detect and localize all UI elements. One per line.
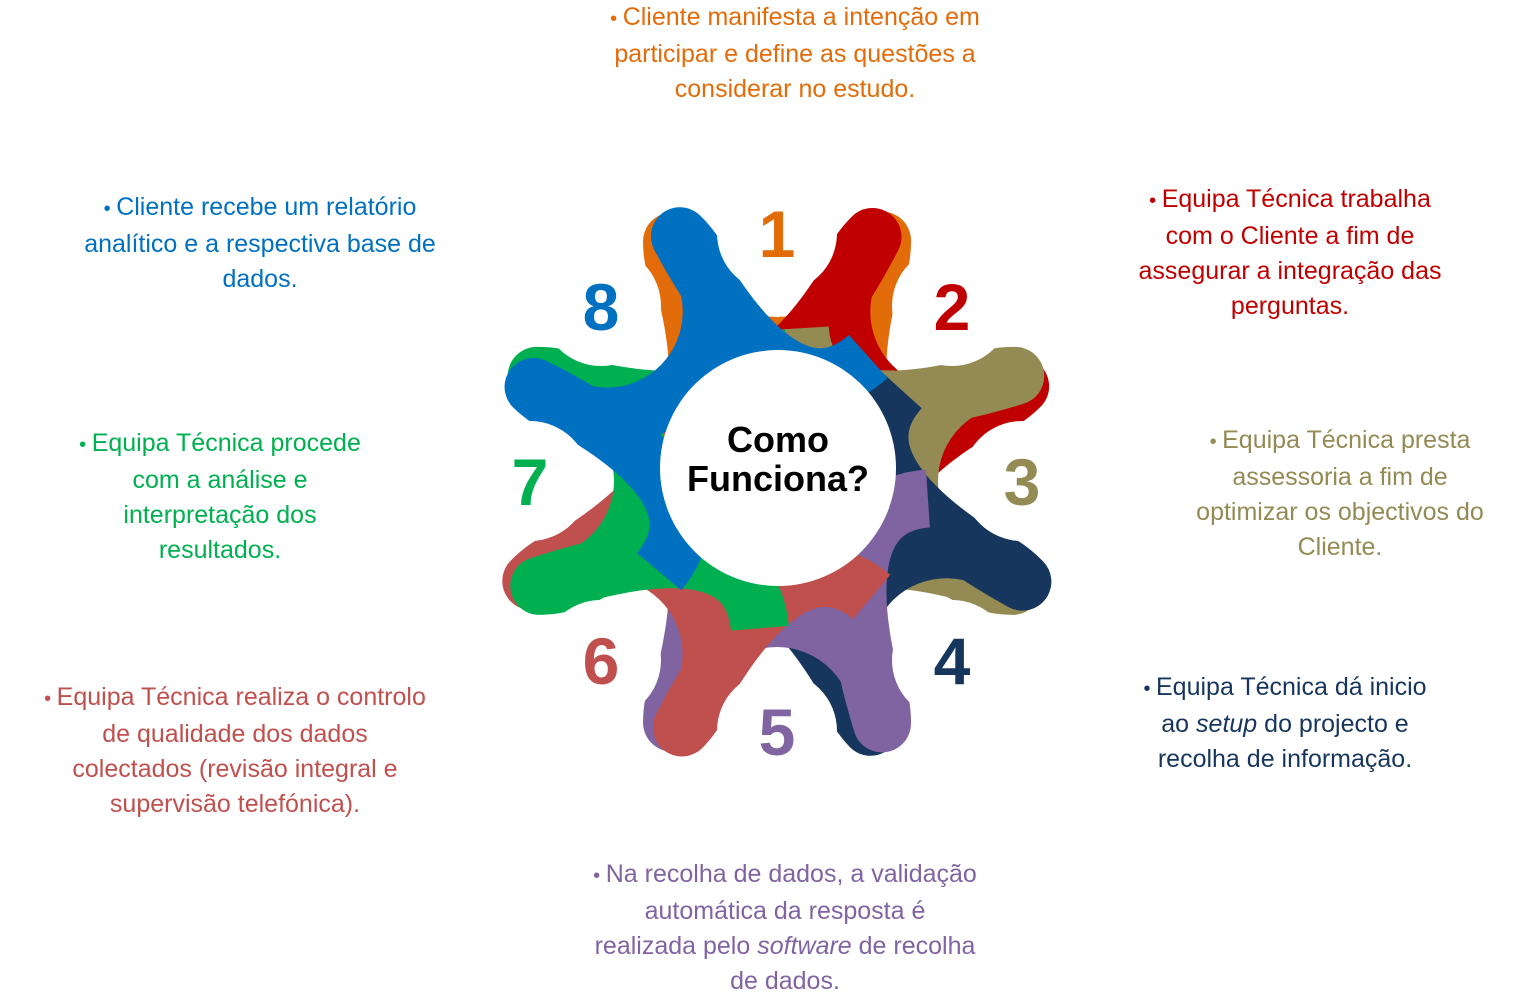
step-8-line: • Cliente recebe um relatório [103, 193, 417, 221]
center-title: Como Funciona? [658, 420, 898, 498]
step-6-line: colectados (revisão integral e [72, 755, 398, 783]
step-2-number: 2 [934, 270, 971, 344]
bullet: • [610, 8, 623, 30]
bullet: • [44, 688, 57, 710]
step-4-line: recolha de informação. [1157, 745, 1413, 773]
step-7-line: interpretação dos [123, 501, 317, 529]
center-title-line2: Funciona? [687, 458, 869, 499]
step-8-number: 8 [583, 270, 620, 344]
italic-term: software [757, 932, 852, 960]
step-7-number: 7 [512, 445, 549, 519]
step-3-line: optimizar os objectivos do [1196, 498, 1484, 526]
step-4-description: • Equipa Técnica dá inicio ao setup do pr… [1090, 670, 1480, 777]
step-3-badge [962, 421, 1082, 541]
step-3-line: assessoria a fim de [1232, 463, 1448, 491]
center-title-line1: Como [727, 419, 829, 460]
step-6-line: • Equipa Técnica realiza o controlo [44, 683, 426, 711]
step-1-line: • Cliente manifesta a intenção em [610, 3, 980, 31]
step-1-line: participar e define as questões a [614, 40, 976, 68]
step-8-description: • Cliente recebe um relatório analítico e… [40, 190, 480, 297]
step-4-number: 4 [934, 624, 971, 698]
step-2-badge [892, 246, 1012, 366]
step-3-line: Cliente. [1297, 533, 1383, 561]
step-7-badge [470, 421, 590, 541]
step-5-line: • Na recolha de dados, a validação [593, 860, 977, 888]
step-4-line: • Equipa Técnica dá inicio [1143, 673, 1427, 701]
step-2-line: assegurar a integração das [1138, 257, 1442, 285]
step-6-line: supervisão telefónica). [109, 790, 361, 818]
step-8-line: analítico e a respectiva base de [84, 230, 436, 258]
step-5-line: automática da resposta é [644, 897, 926, 925]
step-5-description: • Na recolha de dados, a validação automá… [530, 857, 1040, 998]
step-2-description: • Equipa Técnica trabalha com o Cliente a… [1095, 182, 1485, 324]
step-8-line: dados. [222, 265, 298, 293]
bullet: • [1209, 431, 1223, 453]
step-5-line: de dados. [730, 967, 840, 995]
center-disk [660, 350, 896, 586]
step-8-loop [504, 207, 888, 591]
italic-term: setup [1196, 710, 1258, 738]
step-1-badge [717, 173, 837, 293]
step-7-line: com a análise e [132, 466, 308, 494]
step-2-line: com o Cliente a fim de [1165, 222, 1415, 250]
step-6-badge [541, 600, 661, 720]
bullet: • [79, 434, 92, 456]
step-1-number: 1 [759, 197, 796, 271]
bullet: • [1149, 190, 1162, 212]
step-5-line: realizada pelo software de recolha [594, 932, 976, 960]
step-7-description: • Equipa Técnica procede com a análise e i… [20, 426, 420, 568]
step-3-description: • Equipa Técnica presta assessoria a fim … [1160, 423, 1520, 565]
step-6-number: 6 [583, 624, 620, 698]
step-7-line: resultados. [158, 536, 282, 564]
step-5-badge [717, 671, 837, 791]
step-6-line: de qualidade dos dados [102, 720, 368, 748]
step-7-line: • Equipa Técnica procede [79, 429, 361, 457]
bullet: • [103, 198, 117, 220]
step-3-line: • Equipa Técnica presta [1209, 426, 1471, 454]
step-4-badge [892, 600, 1012, 720]
step-1-description: • Cliente manifesta a intenção em partici… [540, 0, 1050, 107]
step-3-number: 3 [1004, 445, 1041, 519]
step-5-number: 5 [759, 695, 796, 769]
step-2-line: perguntas. [1230, 292, 1350, 320]
bullet: • [593, 865, 606, 887]
bullet: • [1143, 678, 1156, 700]
step-6-description: • Equipa Técnica realiza o controlo de qu… [0, 680, 470, 822]
step-8-badge [541, 246, 661, 366]
step-4-line: ao setup do projecto e [1161, 710, 1409, 738]
step-1-line: considerar no estudo. [674, 75, 916, 103]
step-2-line: • Equipa Técnica trabalha [1149, 185, 1431, 213]
